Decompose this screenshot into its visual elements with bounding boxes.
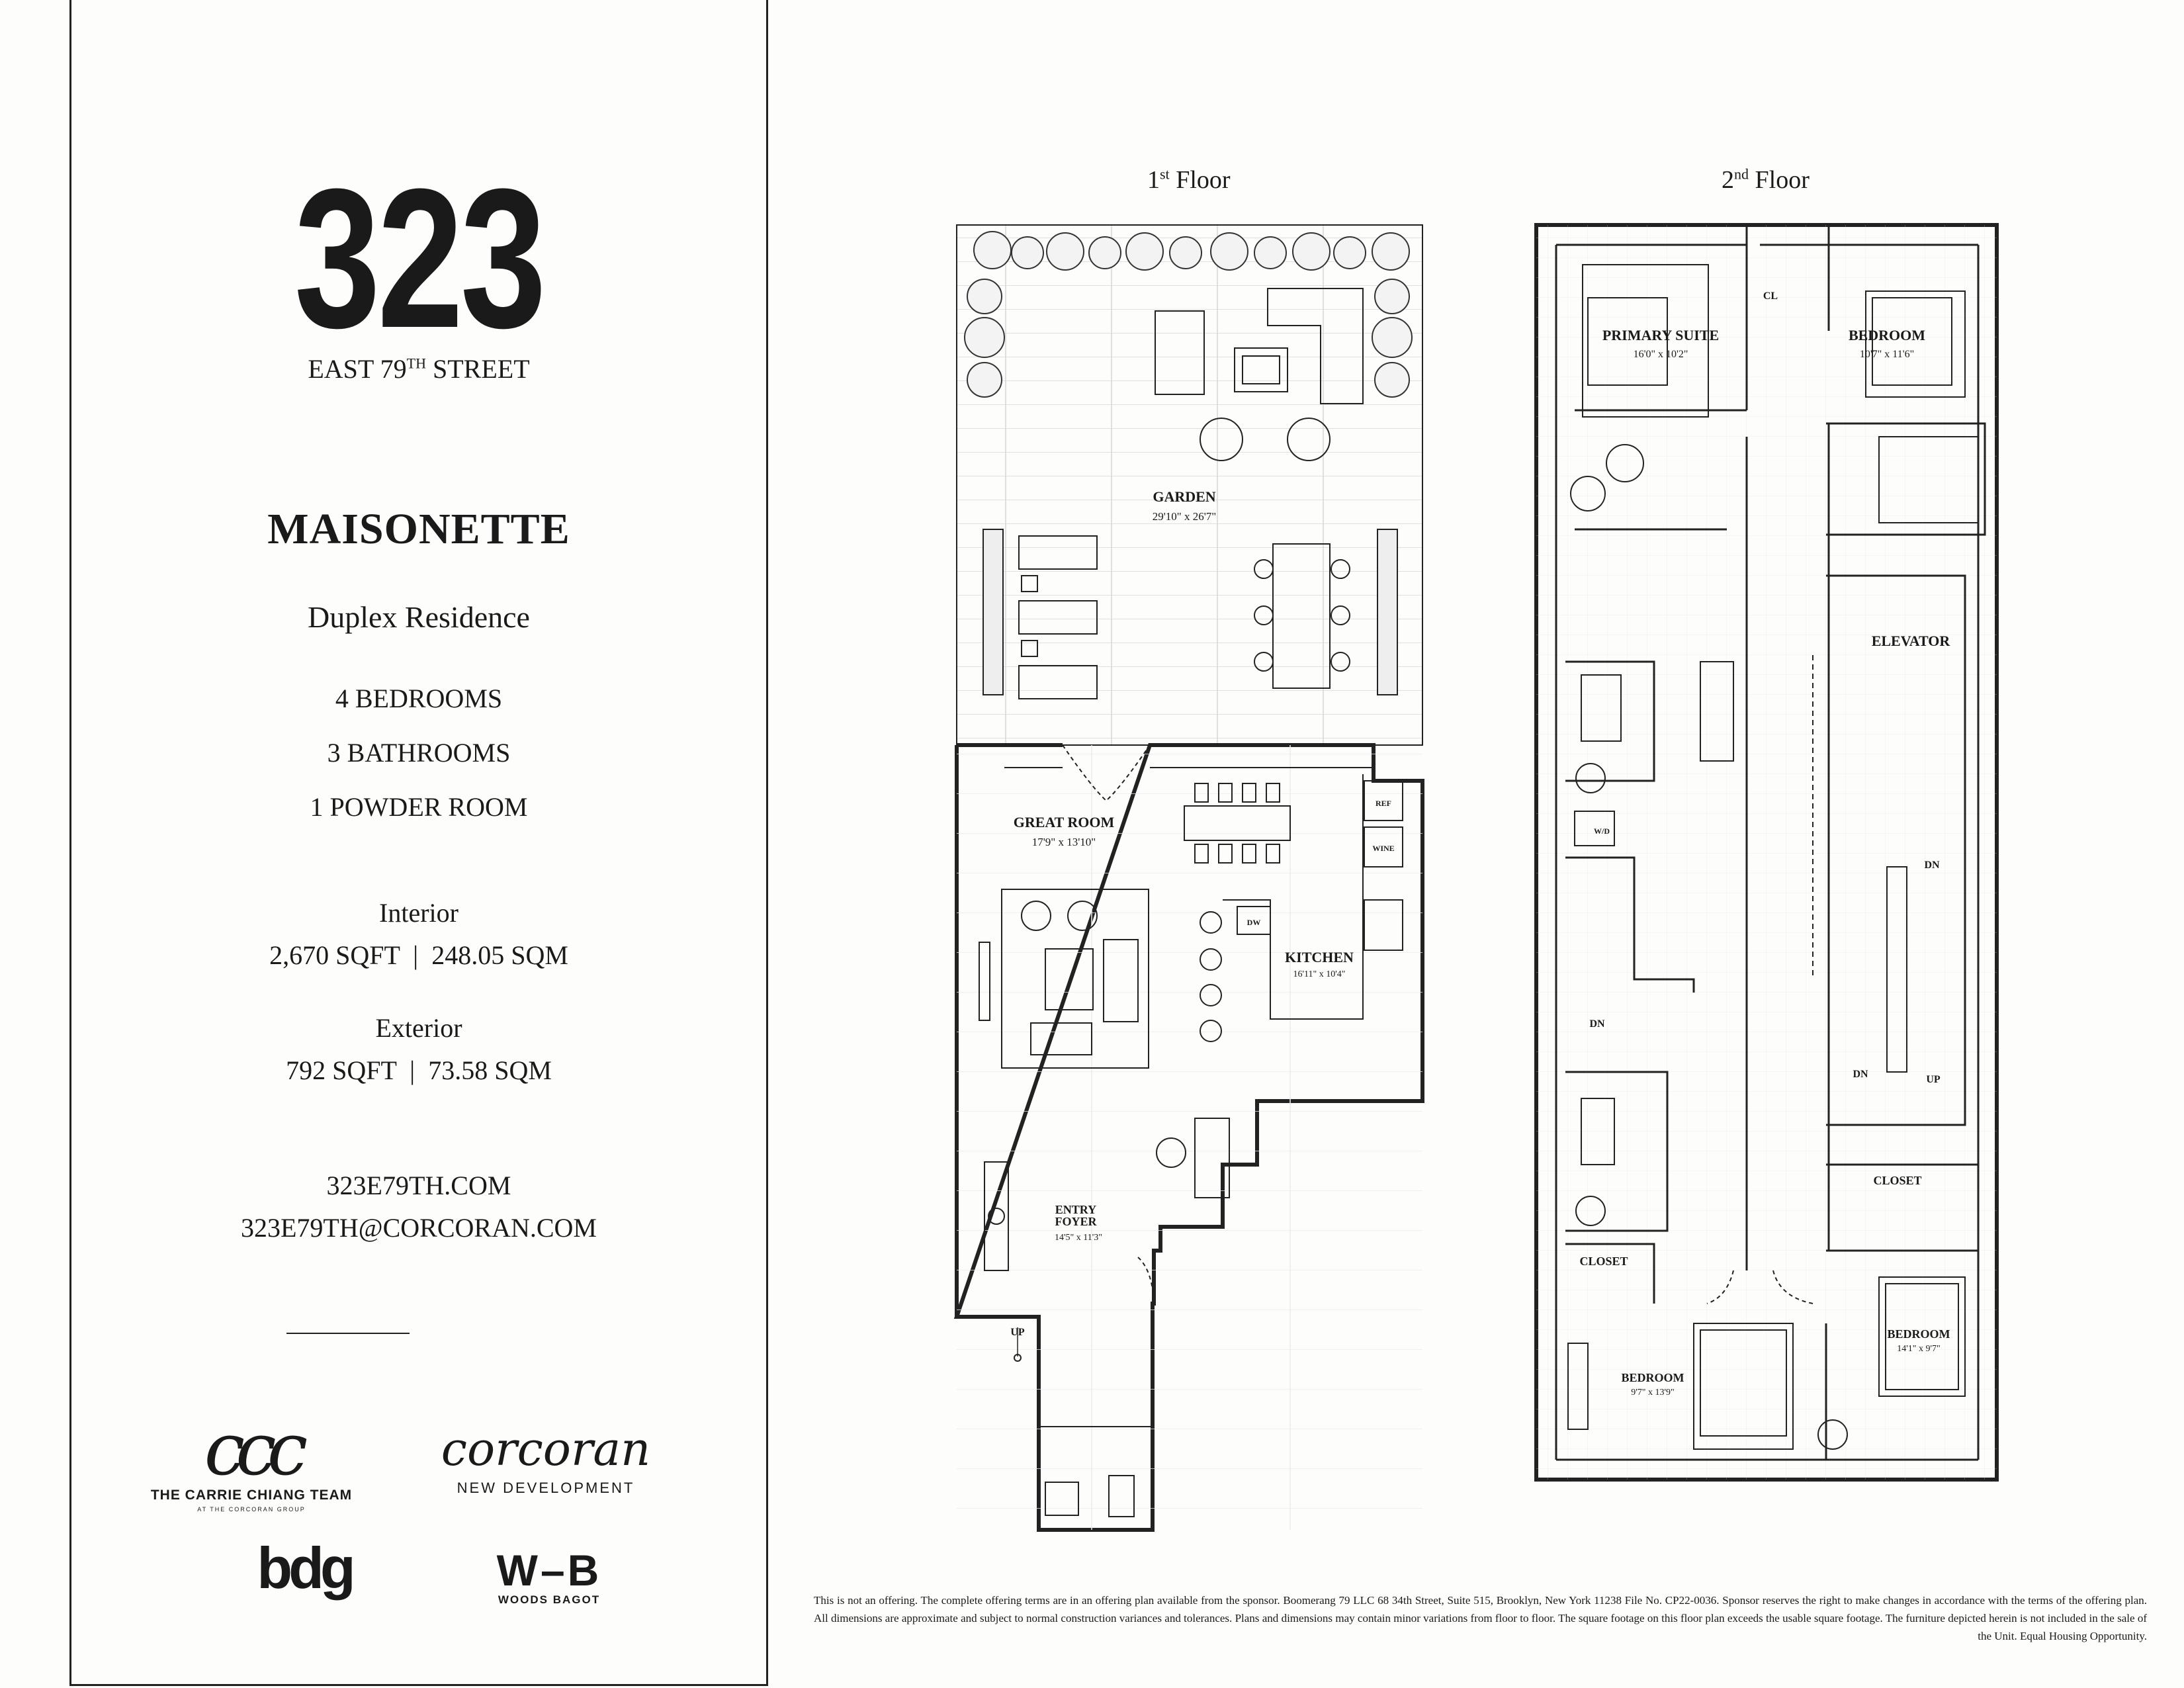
spec-bedrooms: 4 BEDROOMS (335, 684, 503, 713)
room-bedroom-a: BEDROOM (1849, 327, 1925, 343)
website-link[interactable]: 323E79TH.COM (326, 1171, 511, 1200)
closet-cl: CL (1763, 290, 1778, 302)
room-bedroom-a-dim: 10'7" x 11'6" (1860, 349, 1914, 360)
carrie-chiang-logo: ccc THE CARRIE CHIANG TEAM AT THE CORCOR… (150, 1407, 353, 1513)
room-kitchen: KITCHEN (1285, 949, 1354, 965)
divider (286, 1333, 410, 1334)
room-primary-suite-dim: 16'0" x 10'2" (1634, 349, 1688, 360)
room-entry-foyer-line1: ENTRY (1055, 1203, 1096, 1216)
appliance-ref: REF (1376, 799, 1391, 808)
stair-dn-left: DN (1589, 1018, 1605, 1030)
interior-label: Interior (379, 898, 459, 928)
exterior-label: Exterior (375, 1013, 462, 1043)
spec-bathrooms: 3 BATHROOMS (327, 738, 511, 768)
room-great-room: GREAT ROOM (1014, 814, 1115, 830)
garden-shrubs (964, 231, 1413, 398)
spec-powder-room: 1 POWDER ROOM (310, 792, 528, 822)
building-number: 323 (294, 147, 546, 369)
closet-right: CLOSET (1873, 1174, 1921, 1187)
room-bedroom-c: BEDROOM (1621, 1371, 1684, 1384)
room-entry-foyer-line2: FOYER (1055, 1215, 1098, 1228)
room-kitchen-dim: 16'11" x 10'4" (1293, 969, 1346, 979)
stair-dn-bottom: DN (1853, 1069, 1868, 1080)
info-panel: 323 EAST 79TH STREET MAISONETTE Duplex R… (69, 0, 768, 1686)
floor1-title: 1st Floor (1147, 165, 1231, 194)
street-address: EAST 79TH STREET (308, 354, 530, 384)
appliance-wd: W/D (1594, 826, 1610, 836)
room-bedroom-b-dim: 14'1" x 9'7" (1897, 1344, 1940, 1354)
room-garden-dim: 29'10" x 26'7" (1153, 510, 1217, 523)
bdg-logo: bdg (257, 1535, 355, 1601)
appliance-wine: WINE (1372, 844, 1394, 853)
floor2-title: 2nd Floor (1722, 165, 1810, 194)
room-bedroom-b: BEDROOM (1887, 1327, 1950, 1341)
stair-up: UP (1926, 1074, 1941, 1085)
exterior-value: 792 SQFT | 73.58 SQM (286, 1055, 552, 1085)
floor2-plan (1534, 223, 1999, 1482)
garden-furniture (983, 288, 1398, 699)
closet-left: CLOSET (1579, 1255, 1628, 1268)
room-bedroom-c-dim: 9'7" x 13'9" (1631, 1388, 1674, 1398)
email-link[interactable]: 323E79TH@CORCORAN.COM (241, 1213, 597, 1243)
stair-dn-top: DN (1924, 860, 1940, 871)
floor1-plan (953, 224, 1424, 1532)
interior-value: 2,670 SQFT | 248.05 SQM (269, 940, 568, 970)
legal-disclaimer: This is not an offering. The complete of… (814, 1594, 2147, 1642)
corcoran-logo: corcoran NEW DEVELOPMENT (441, 1422, 651, 1496)
room-garden: GARDEN (1153, 488, 1215, 505)
stair-up-label: UP (1010, 1327, 1025, 1338)
room-primary-suite: PRIMARY SUITE (1602, 327, 1719, 343)
unit-subtitle: Duplex Residence (308, 600, 530, 634)
woods-bagot-logo: W–B WOODS BAGOT (496, 1546, 602, 1606)
room-great-room-dim: 17'9" x 13'10" (1032, 836, 1096, 848)
unit-title: MAISONETTE (267, 505, 570, 553)
room-elevator: ELEVATOR (1872, 633, 1951, 649)
appliance-dw: DW (1247, 918, 1261, 927)
room-entry-foyer-dim: 14'5" x 11'3" (1055, 1233, 1102, 1243)
